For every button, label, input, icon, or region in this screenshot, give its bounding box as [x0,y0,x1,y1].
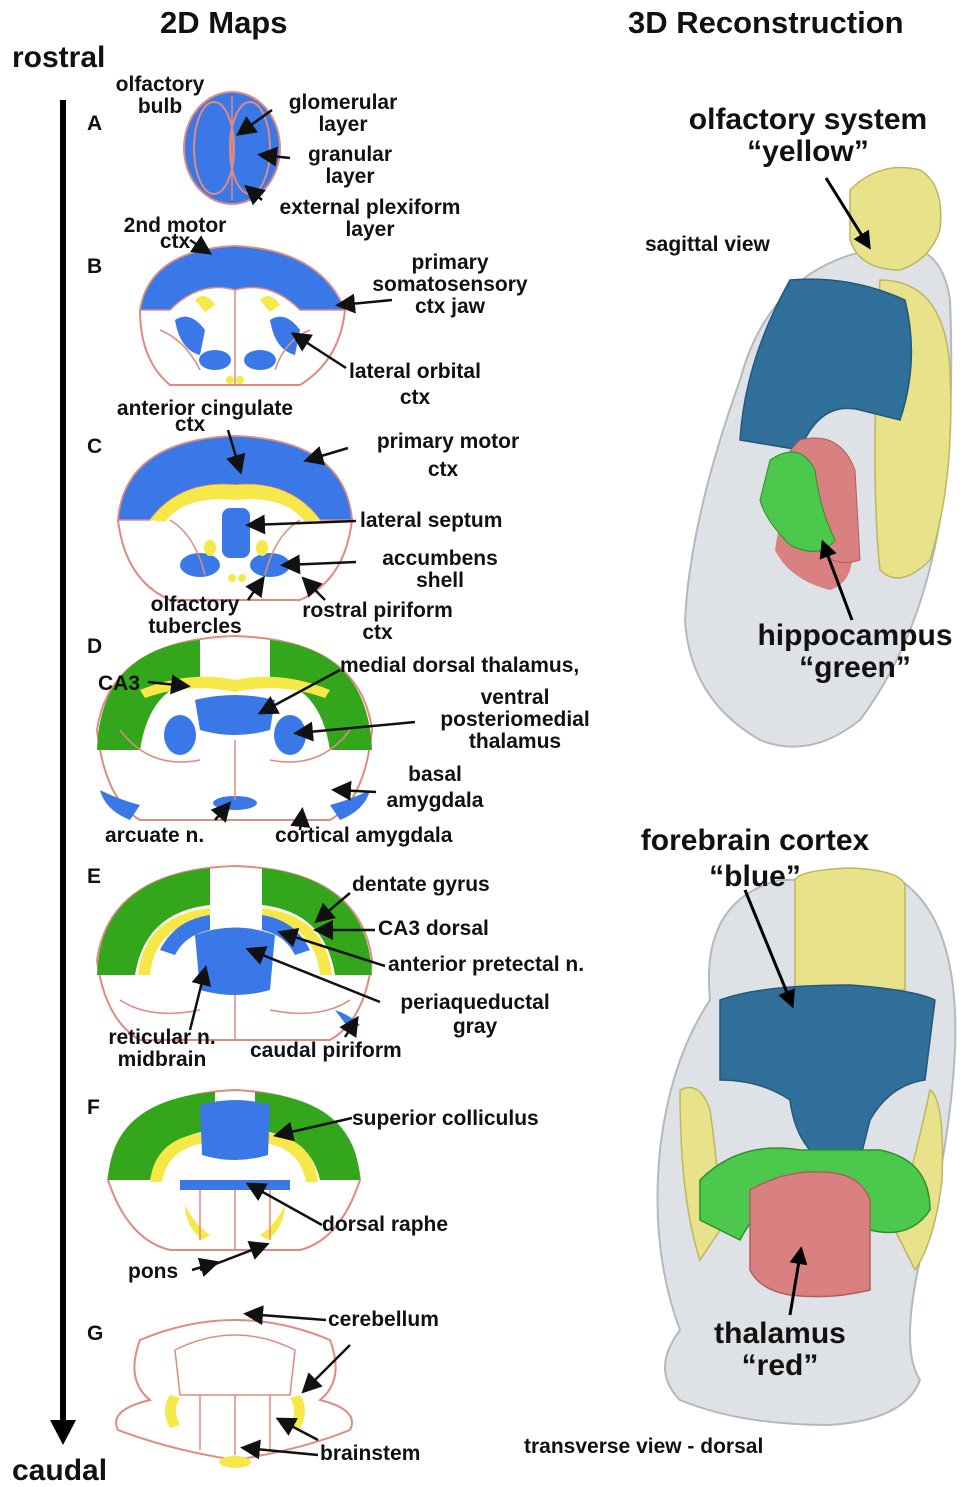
label-rostral-piriform-ctx: rostral piriform ctx [280,600,475,644]
label-periaqueductal-gray: periaqueductal gray [380,992,570,1038]
label-lateral-septum: lateral septum [360,510,502,532]
label-thalamus: thalamus “red” [700,1318,860,1382]
label-ca3: CA3 [98,673,140,695]
panel-letter-f: F [87,1097,100,1119]
panel-letter-e: E [87,866,101,888]
label-caudal-piriform: caudal piriform [250,1040,402,1062]
label-reticular-n-midbrain: reticular n. midbrain [92,1027,232,1071]
rostral-label: rostral [12,42,105,74]
label-brainstem: brainstem [320,1443,420,1465]
section-e [97,866,372,1040]
label-external-plexiform-layer: external plexiform layer [255,197,485,241]
caudal-label: caudal [12,1455,107,1487]
label-medial-dorsal-thalamus: medial dorsal thalamus, [340,655,579,677]
label-lateral-orbital-ctx: lateral orbital ctx [330,361,500,409]
recon-header: 3D Reconstruction [628,6,904,40]
label-dentate-gyrus: dentate gyrus [352,874,490,896]
label-sagittal-view: sagittal view [645,234,770,256]
label-olfactory-bulb: olfactory bulb [100,74,220,118]
label-arcuate-n: arcuate n. [105,825,204,847]
panel-letter-c: C [87,436,102,458]
label-forebrain-cortex: forebrain cortex “blue” [615,825,895,893]
label-cortical-amygdala: cortical amygdala [275,825,452,847]
panel-letter-g: G [87,1323,103,1345]
label-basal-amygdala: basal amygdala [375,764,495,812]
label-ca3-dorsal: CA3 dorsal [378,918,489,940]
label-olfactory-system: olfactory system “yellow” [668,104,948,168]
label-ventral-posteriomedial-thalamus: ventral posteriomedial thalamus [410,687,620,753]
section-c [118,436,352,600]
label-superior-colliculus: superior colliculus [352,1108,539,1130]
maps-header: 2D Maps [160,6,287,40]
panel-letter-d: D [87,636,102,658]
label-2nd-motor-ctx: 2nd motor ctx [105,215,245,253]
label-primary-somatosensory-ctx-jaw: primary somatosensory ctx jaw [345,252,555,318]
section-b [140,246,345,385]
label-hippocampus: hippocampus “green” [745,620,965,684]
label-cerebellum: cerebellum [328,1309,439,1331]
label-granular-layer: granular layer [290,144,410,188]
section-d [97,636,372,820]
label-anterior-pretectal-n: anterior pretectal n. [388,954,584,976]
label-pons: pons [128,1261,178,1283]
section-g [116,1320,352,1468]
label-anterior-cingulate-ctx: anterior cingulate ctx [92,398,318,436]
label-transverse-view-dorsal: transverse view - dorsal [524,1436,763,1458]
label-accumbens-shell: accumbens shell [360,548,520,592]
rostral-caudal-axis [50,100,76,1445]
label-olfactory-tubercles: olfactory tubercles [130,594,260,638]
label-primary-motor-ctx: primary motor ctx [358,431,538,481]
label-dorsal-raphe: dorsal raphe [322,1214,448,1236]
panel-letter-b: B [87,256,102,278]
label-glomerular-layer: glomerular layer [268,92,418,136]
